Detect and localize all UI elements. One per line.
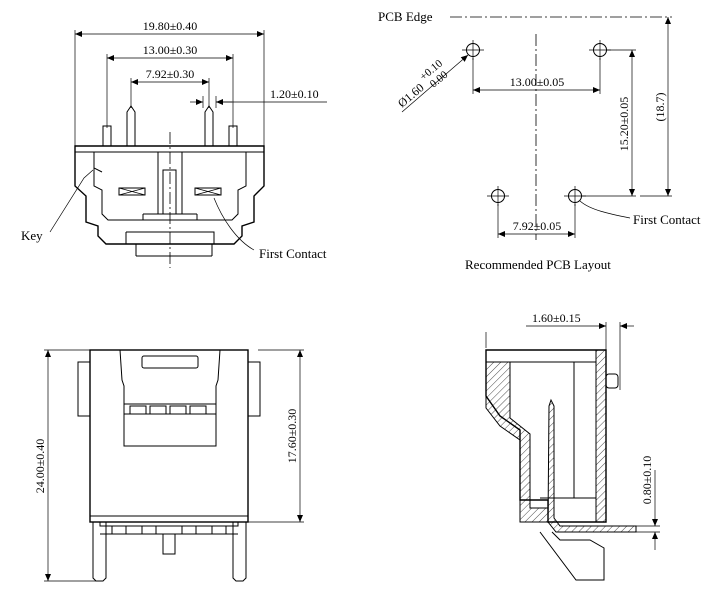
dim-overall-width: 19.80±0.40 [143,19,198,33]
pin-outer-left [102,125,112,147]
side-view: 1.60±0.15 0.80±0.10 [485,311,660,581]
pin-inner-right [204,105,214,146]
hatched-wall [485,361,549,523]
contact-pin [547,398,637,533]
dim-body-height: 17.60±0.30 [285,409,299,464]
key-notch [93,152,103,173]
dim-pin-thickness: 0.80±0.10 [640,456,654,505]
label-first-contact-front: First Contact [259,246,327,261]
dim-bottom-pitch: 7.92±0.05 [513,219,562,233]
front-housing [74,145,265,245]
svg-text:Ø1.60: Ø1.60 [395,81,427,111]
front-view: 19.80±0.40 13.00±0.30 7.92±0.30 1.20±0.1… [21,19,327,268]
leg-left [92,522,107,582]
bottom-view: 24.00±0.40 17.60±0.30 [33,349,304,582]
dim-hole-diameter: Ø1.60 +0.10 0.00 [395,57,451,111]
pin-outer-right [228,125,238,147]
pin-inner-left [126,105,136,146]
center-pin [162,533,176,555]
dim-pin-width: 1.20±0.10 [270,87,319,101]
label-first-contact-pcb: First Contact [633,212,701,227]
dim-edge-ref: (18.7) [653,93,667,122]
pcb-layout-caption: Recommended PCB Layout [465,257,611,272]
label-key: Key [21,228,43,243]
leg-right [232,522,247,582]
contact-first [194,187,222,196]
dim-hole-pitch-y: 15.20±0.05 [617,97,631,152]
dim-height: 24.00±0.40 [33,439,47,494]
pcb-hole-bottom-left [487,186,509,206]
mount-bracket [539,531,605,581]
pcb-hole-top-left [462,40,484,60]
pcb-layout: PCB Edge 13.00±0.05 15.20±0.05 [378,9,701,272]
dim-inner-pitch: 7.92±0.30 [146,67,195,81]
dim-offset: 1.60±0.15 [532,311,581,325]
latch [119,349,221,447]
contact-left [118,187,146,196]
bottom-housing [89,349,249,523]
dim-outer-pitch: 13.00±0.30 [143,43,198,57]
dim-hole-pitch-x: 13.00±0.05 [510,75,565,89]
label-pcb-edge: PCB Edge [378,9,433,24]
